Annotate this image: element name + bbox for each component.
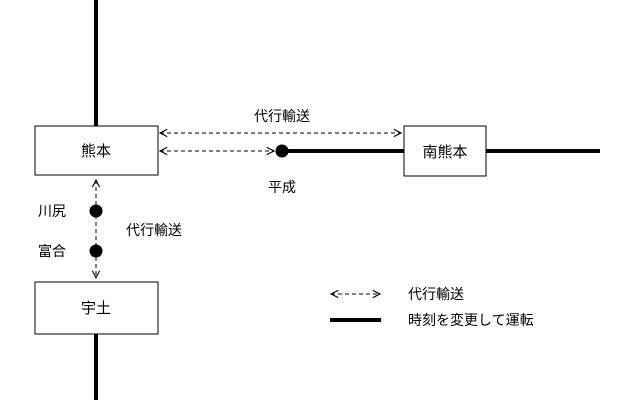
station-label-kumamoto: 熊本	[81, 142, 111, 160]
station-box-kumamoto	[34, 125, 159, 176]
station-box-minami-kumamoto	[403, 125, 487, 177]
station-label-heisei: 平成	[268, 180, 296, 196]
legend-changed-schedule-label: 時刻を変更して運転	[408, 312, 534, 329]
station-label-tomiai: 富合	[38, 243, 66, 260]
route-label-bus-top: 代行輸送	[254, 109, 310, 125]
legend-bus-label: 代行輸送	[408, 287, 464, 303]
station-box-uto	[34, 281, 159, 335]
legend: 代行輸送 時刻を変更して運転	[330, 287, 534, 329]
station-label-kawashiri: 川尻	[38, 204, 66, 220]
station-label-minami-kumamoto: 南熊本	[422, 143, 467, 161]
station-label-uto: 宇土	[81, 299, 111, 317]
station-dot-kawashiri	[89, 204, 103, 218]
station-dot-tomiai	[89, 244, 103, 258]
route-label-bus-vertical: 代行輸送	[126, 223, 182, 239]
station-dot-heisei	[275, 144, 289, 158]
